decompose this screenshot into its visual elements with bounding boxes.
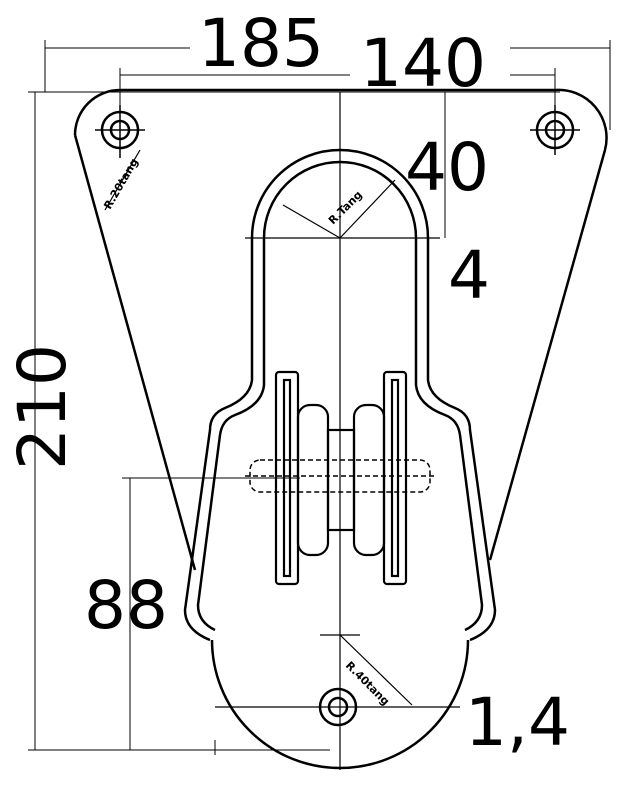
dimension-lines (28, 40, 611, 755)
label-ear-radius: R.20tang (101, 156, 141, 211)
mounting-hole-right (530, 105, 580, 155)
pulley-sheaves (274, 370, 408, 586)
label-loop-radius: R.Tang (326, 188, 365, 227)
mounting-hole-left (95, 105, 145, 158)
dim-hole-spacing: 140 (360, 25, 486, 102)
dim-top-to-loop: 40 (405, 129, 489, 206)
bottom-hole (318, 687, 358, 727)
dim-lower-height: 88 (84, 567, 168, 644)
dim-loop-thickness: 4 (448, 237, 490, 314)
dim-plate-thickness: 1,4 (465, 684, 570, 761)
label-bottom-radius: R.40tang (343, 659, 392, 708)
axle-pin (245, 459, 435, 493)
base-plate (73, 88, 608, 571)
bracket-body (183, 148, 497, 770)
dim-overall-height: 210 (4, 344, 81, 470)
dim-overall-width: 185 (198, 5, 324, 82)
